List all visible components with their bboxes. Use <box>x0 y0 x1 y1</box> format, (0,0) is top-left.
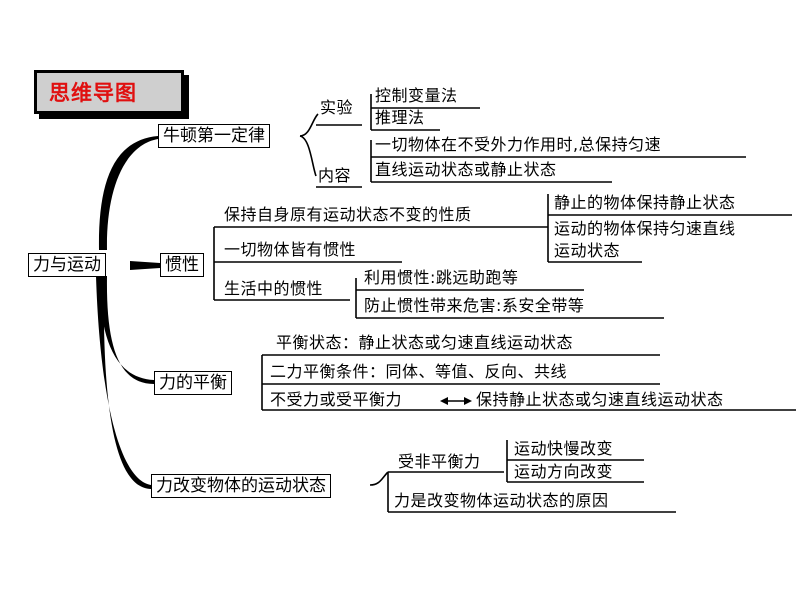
balance-node: 力的平衡 <box>154 371 232 395</box>
experiment-label: 实验 <box>320 98 354 117</box>
balance-condition: 二力平衡条件：同体、等值、反向、共线 <box>270 362 568 381</box>
content-line-1: 一切物体在不受外力作用时,总保持匀速 <box>375 135 662 154</box>
double-arrow-icon <box>440 397 472 405</box>
title-box: 思维导图 <box>34 70 184 114</box>
change-motion-node: 力改变物体的运动状态 <box>151 474 331 498</box>
force-cause: 力是改变物体运动状态的原因 <box>394 491 609 510</box>
page-title: 思维导图 <box>49 81 137 105</box>
property-item-moving-cont: 运动状态 <box>554 241 621 260</box>
balance-relation-right: 保持静止状态或匀速直线运动状态 <box>476 390 724 409</box>
branch-to-inertia <box>130 261 160 270</box>
content-line-2: 直线运动状态或静止状态 <box>375 160 557 179</box>
unbalanced-item-direction: 运动方向改变 <box>514 462 614 481</box>
balance-relation-left: 不受力或受平衡力 <box>270 390 403 409</box>
branch-to-change <box>96 276 151 489</box>
inertia-property: 保持自身原有运动状态不变的性质 <box>224 205 472 224</box>
content-label: 内容 <box>318 166 352 185</box>
newton-first-law-node: 牛顿第一定律 <box>158 124 270 148</box>
property-item-static: 静止的物体保持静止状态 <box>554 193 736 212</box>
unbalanced-force: 受非平衡力 <box>398 452 481 471</box>
branch-to-balance <box>99 276 154 384</box>
inertia-life: 生活中的惯性 <box>224 279 324 298</box>
branch-to-n1 <box>98 136 158 250</box>
balance-state: 平衡状态：静止状态或匀速直线运动状态 <box>276 333 574 352</box>
exp-item-control-variable: 控制变量法 <box>375 86 458 105</box>
exp-item-reasoning: 推理法 <box>375 108 425 127</box>
inertia-all-have: 一切物体皆有惯性 <box>224 240 357 259</box>
root-node: 力与运动 <box>28 253 106 277</box>
life-item-use: 利用惯性:跳远助跑等 <box>364 268 519 287</box>
life-item-prevent: 防止惯性带来危害:系安全带等 <box>364 296 585 315</box>
unbalanced-item-speed: 运动快慢改变 <box>514 439 614 458</box>
inertia-node: 惯性 <box>160 253 204 277</box>
property-item-moving: 运动的物体保持匀速直线 <box>554 219 736 238</box>
